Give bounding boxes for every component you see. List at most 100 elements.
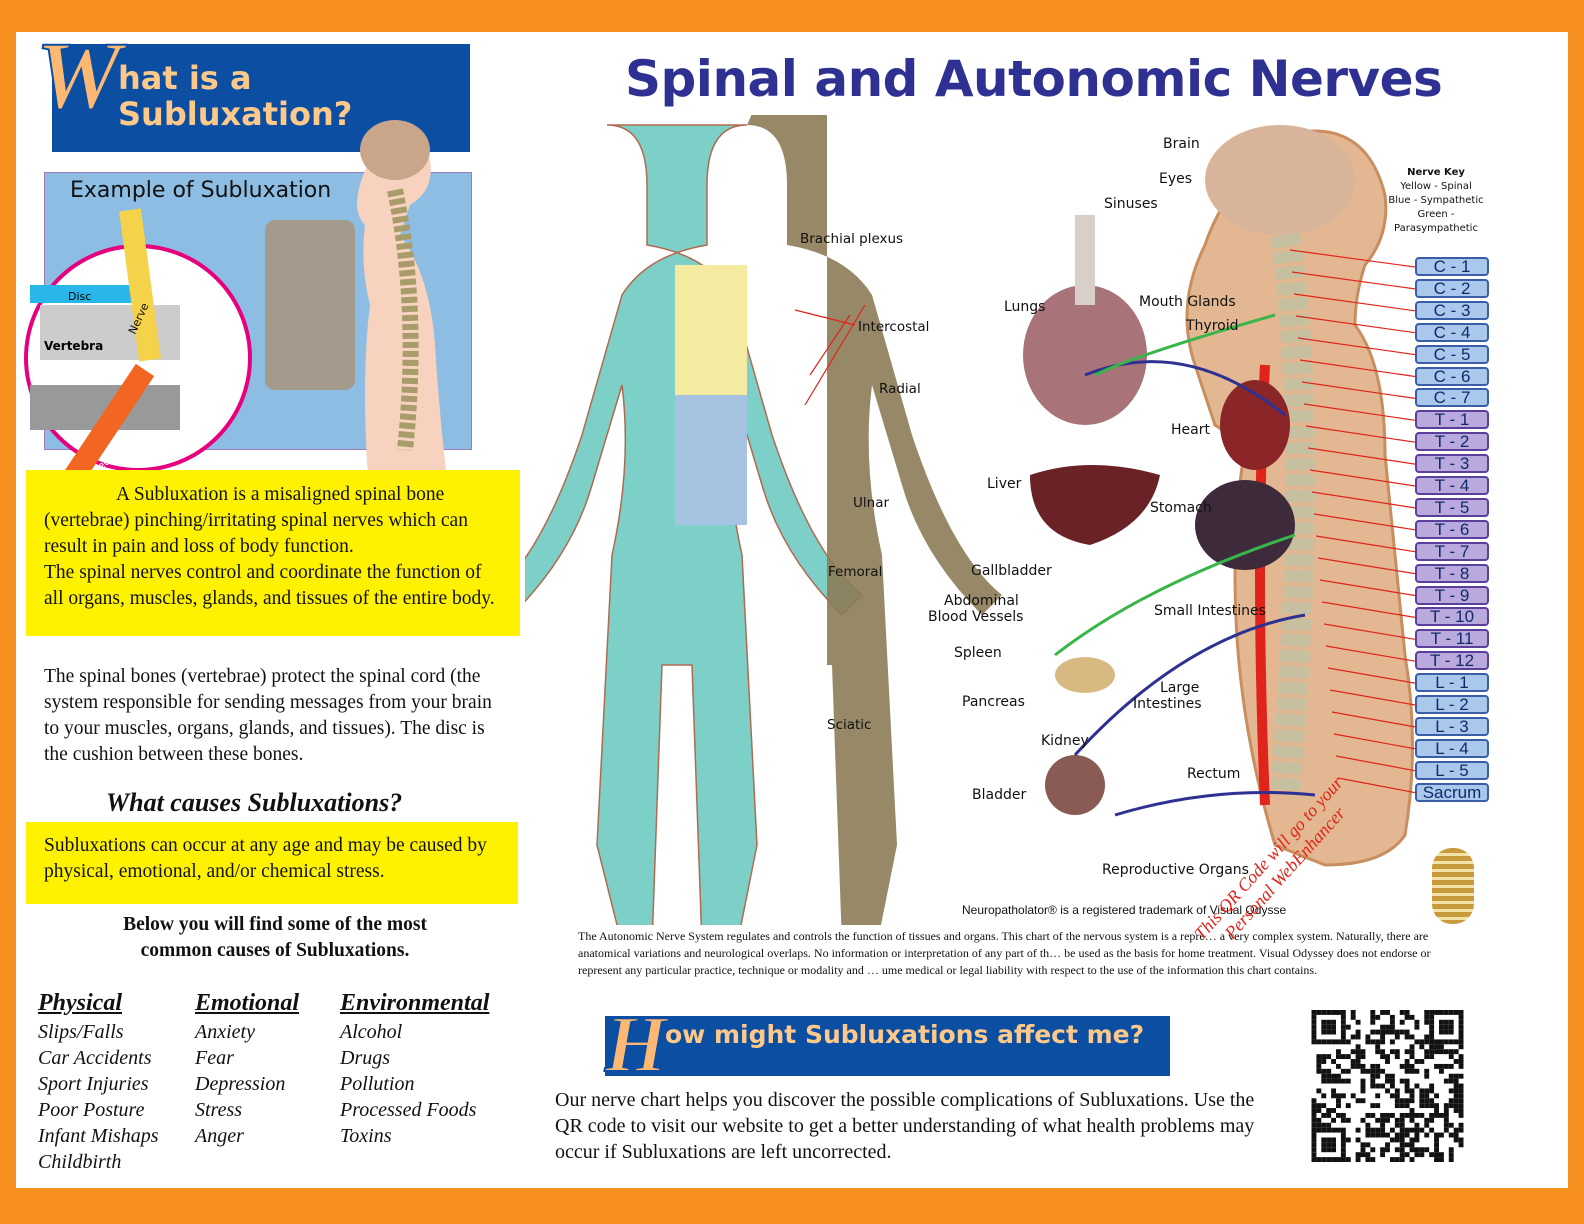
vertebra-pointer-line — [1327, 667, 1416, 684]
cause-item: Fear — [195, 1047, 234, 1069]
qr-code[interactable] — [1310, 1010, 1465, 1162]
cause-item: Alcohol — [340, 1021, 403, 1043]
organ-label: Gallbladder — [971, 563, 1052, 579]
causes-box — [26, 822, 518, 904]
vertebra-level[interactable]: T - 12 — [1415, 651, 1489, 671]
vertebra-level[interactable]: L - 1 — [1415, 673, 1489, 693]
vertebra-level[interactable]: T - 10 — [1415, 607, 1489, 627]
vertebra-level[interactable]: T - 1 — [1415, 410, 1489, 430]
vertebra-level[interactable]: T - 8 — [1415, 563, 1489, 583]
vertebra-pointer-line — [1331, 711, 1416, 728]
vertebra-pointer-line — [1303, 403, 1416, 421]
label-brachial-plexus: Brachial plexus — [800, 231, 904, 247]
vertebra-level[interactable]: T - 6 — [1415, 519, 1489, 539]
vertebra-pointer-line — [1289, 249, 1416, 268]
vertebra-pointer-line — [1323, 623, 1416, 640]
organ-label: Bladder — [972, 787, 1027, 803]
vertebra-pointer-line — [1291, 271, 1416, 290]
vertebra-pointer-line — [1299, 359, 1416, 378]
vertebra-pointer-line — [1333, 733, 1416, 750]
example-title: Example of Subluxation — [70, 178, 332, 203]
column-title: Emotional — [195, 990, 300, 1016]
nerve-key-green: Green - Parasympathetic — [1394, 209, 1478, 234]
vertebra-pointer-line — [1311, 491, 1416, 509]
chart-title: Spinal and Autonomic Nerves — [625, 50, 1443, 108]
organ-label: Intestines — [1133, 696, 1202, 712]
header-line2: Subluxation? — [118, 95, 353, 133]
vertebra-pointer-line — [1329, 689, 1416, 706]
definition-text: A Subluxation is a misaligned spinal bon… — [44, 484, 468, 557]
organ-label: Mouth Glands — [1139, 294, 1236, 310]
disclaimer-text: The Autonomic Nerve System regulates and… — [578, 929, 1431, 977]
organ-label: Reproductive Organs — [1102, 862, 1249, 878]
organ-label: Pancreas — [962, 694, 1025, 710]
vertebra-level[interactable]: T - 5 — [1415, 497, 1489, 517]
causes-text: Subluxations can occur at any age and ma… — [44, 835, 487, 882]
vertebra-level[interactable]: C - 6 — [1415, 366, 1489, 386]
header-line1: hat is a — [118, 59, 252, 97]
vertebra-pointer-line — [1319, 579, 1416, 597]
cause-item: Drugs — [340, 1047, 391, 1069]
vertebra-label: Vertebra — [44, 339, 103, 353]
organ-label: Lungs — [1004, 299, 1046, 315]
vertebra-pointer-line — [1321, 601, 1416, 618]
vertebra-level[interactable]: T - 4 — [1415, 476, 1489, 495]
cause-item: Sport Injuries — [38, 1073, 149, 1095]
organ-label: Sinuses — [1104, 196, 1158, 212]
affect-header-box — [605, 1016, 1170, 1076]
vertebra-pointer-line — [1301, 381, 1416, 399]
disc-label: Disc — [68, 290, 91, 303]
cause-item: Anger — [195, 1125, 244, 1147]
below-text: Below you will find some of the most com… — [123, 914, 427, 961]
vertebra-pointer-line — [1325, 645, 1416, 662]
vertebra-level[interactable]: C - 5 — [1415, 344, 1489, 364]
organ-label: Rectum — [1187, 766, 1241, 782]
vertebra-level[interactable]: T - 9 — [1415, 585, 1489, 605]
vertebra-pointer-line — [1297, 337, 1416, 356]
vertebra-level[interactable]: C - 2 — [1415, 278, 1489, 298]
vertebra-pointer-line — [1337, 777, 1416, 794]
vertebra-level[interactable]: L - 4 — [1415, 738, 1489, 758]
vertebra-level[interactable]: C - 4 — [1415, 322, 1489, 342]
vertebra-level[interactable]: Sacrum — [1415, 782, 1489, 802]
organ-label: Thyroid — [1186, 318, 1239, 334]
vertebra-level[interactable]: L - 3 — [1415, 716, 1489, 736]
affect-header-title: ow might Subluxations affect me? — [665, 1020, 1145, 1049]
vertebra-pointer-line — [1335, 755, 1416, 772]
cause-item: Pollution — [340, 1073, 415, 1095]
cause-item: Childbirth — [38, 1151, 122, 1173]
vertebra-pointer-line — [1313, 513, 1416, 531]
vertebra-level[interactable]: T - 11 — [1415, 629, 1489, 649]
vertebra-level[interactable]: L - 5 — [1415, 760, 1489, 780]
nerve-chart-illustration — [525, 115, 1416, 925]
cause-item: Stress — [195, 1099, 243, 1121]
nerve-key-blue: Blue - Sympathetic — [1388, 195, 1484, 206]
vertebra-level[interactable]: T - 7 — [1415, 541, 1489, 561]
organ-label: Brain — [1163, 136, 1200, 152]
organ-label: Blood Vessels — [928, 609, 1024, 625]
organ-label: Large — [1160, 680, 1200, 696]
column-title: Physical — [38, 990, 122, 1016]
organ-label: Stomach — [1150, 500, 1212, 516]
vertebra-level[interactable]: C - 7 — [1415, 388, 1489, 408]
cause-item: Depression — [195, 1073, 286, 1095]
label-radial: Radial — [879, 381, 921, 397]
affect-text: Our nerve chart helps you discover the p… — [555, 1089, 1255, 1163]
vertebra-level[interactable]: L - 2 — [1415, 695, 1489, 714]
organ-label: Small Intestines — [1154, 603, 1266, 619]
column-title: Environmental — [340, 990, 490, 1016]
vertebra-level[interactable]: T - 3 — [1415, 454, 1489, 474]
vertebra-pointer-line — [1295, 315, 1416, 334]
nerve-key: Nerve Key Yellow - Spinal Blue - Sympath… — [1376, 166, 1496, 236]
cause-item: Poor Posture — [38, 1099, 145, 1121]
definition-box — [26, 470, 520, 636]
label-femoral: Femoral — [828, 564, 883, 580]
vertebra-level[interactable]: C - 3 — [1415, 300, 1489, 320]
vertebra-level[interactable]: C - 1 — [1415, 257, 1489, 276]
vertebra-pointer-line — [1309, 469, 1416, 487]
vertebra-pointer-line — [1317, 557, 1416, 575]
vertebra-pointer-line — [1305, 425, 1416, 443]
vertebra-level[interactable]: T - 2 — [1415, 432, 1489, 452]
